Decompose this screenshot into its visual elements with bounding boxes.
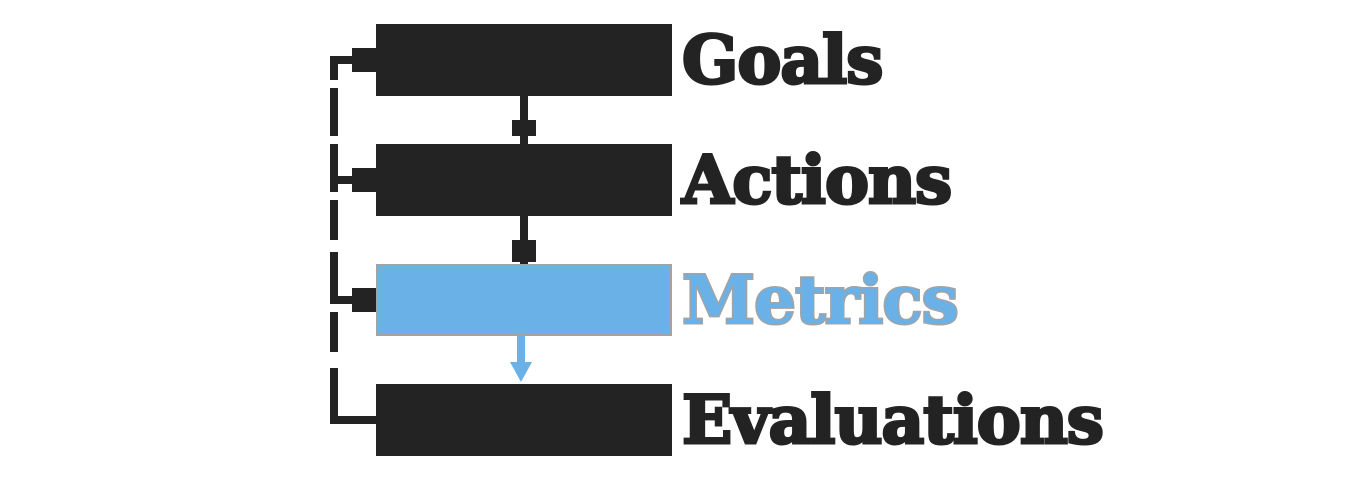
feedback-line-segment	[330, 368, 338, 424]
connector-goals-actions	[520, 95, 528, 144]
evaluations-label: Evaluations	[681, 381, 1106, 459]
feedback-line-segment	[330, 252, 338, 300]
feedback-line-segment	[330, 200, 338, 240]
feedback-line-segment	[330, 312, 338, 352]
feedback-line-segment	[330, 144, 338, 192]
metrics-box	[376, 264, 672, 336]
goals-label: Goals	[680, 21, 884, 99]
arrow-head-icon	[510, 362, 532, 382]
connector-metrics-evaluations	[517, 335, 525, 365]
goals-box	[376, 24, 672, 96]
actions-label: Actions	[680, 141, 953, 219]
connector-actions-metrics-marker	[512, 240, 536, 262]
feedback-arrow-goals	[352, 48, 376, 72]
feedback-arrow-metrics	[352, 288, 376, 312]
feedback-arrow-actions	[352, 168, 376, 192]
connector-actions-metrics	[520, 215, 528, 264]
actions-box	[376, 144, 672, 216]
connector-goals-actions-marker	[512, 120, 536, 136]
feedback-line-segment	[330, 88, 338, 136]
feedback-line-segment	[330, 56, 338, 80]
metrics-label: Metrics	[681, 261, 961, 339]
feedback-tap-evaluations	[330, 416, 376, 424]
evaluations-box	[376, 384, 672, 456]
